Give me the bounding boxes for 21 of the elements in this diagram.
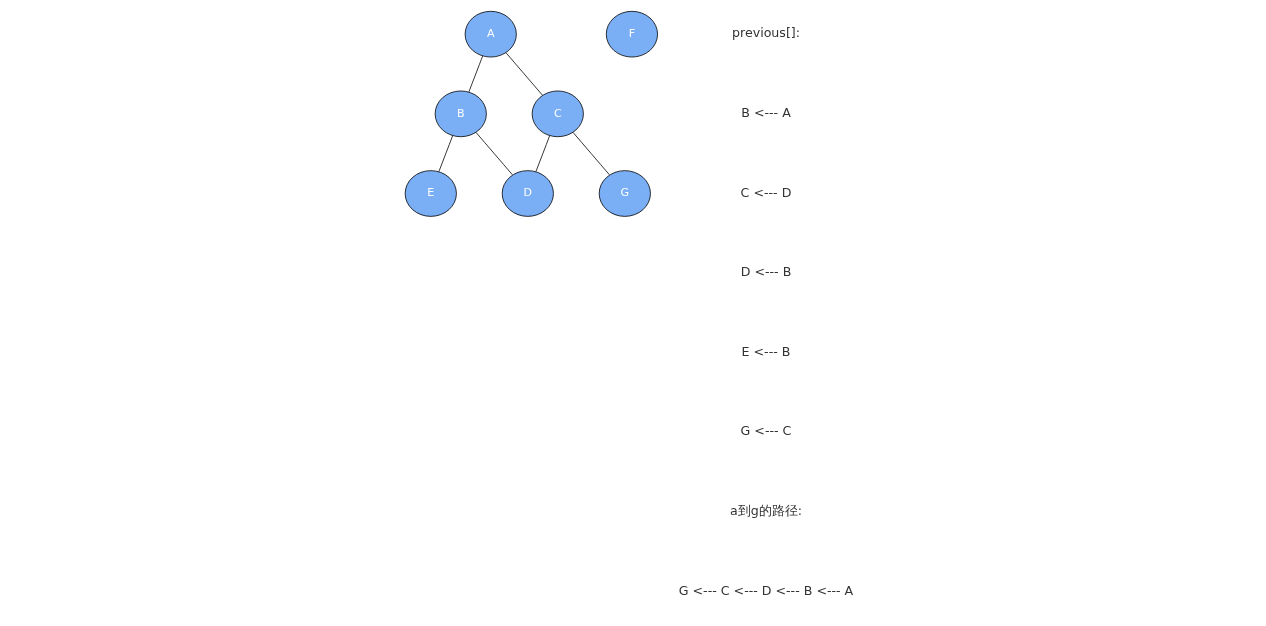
label: C <--- D — [740, 184, 791, 200]
node-ellipse: G — [598, 170, 651, 217]
connector — [468, 55, 483, 93]
connector — [438, 135, 453, 172]
connector — [572, 131, 610, 176]
node-ellipse: C — [531, 90, 584, 138]
label: D <--- B — [740, 264, 791, 280]
node-ellipse: F — [605, 10, 658, 58]
connector — [535, 135, 550, 172]
label: E <--- B — [741, 343, 790, 359]
node-ellipse: D — [501, 170, 554, 217]
label: B <--- A — [740, 104, 791, 120]
connector — [505, 52, 543, 96]
label: G <--- C <--- D <--- B <--- A — [678, 582, 853, 598]
node-ellipse: B — [434, 90, 487, 138]
label: previous[]: — [731, 25, 800, 41]
node-ellipse: E — [404, 170, 457, 217]
label: a到g的路径: — [729, 503, 802, 519]
node-ellipse: A — [464, 10, 517, 58]
connector — [475, 131, 513, 176]
label: G <--- C — [740, 423, 791, 439]
